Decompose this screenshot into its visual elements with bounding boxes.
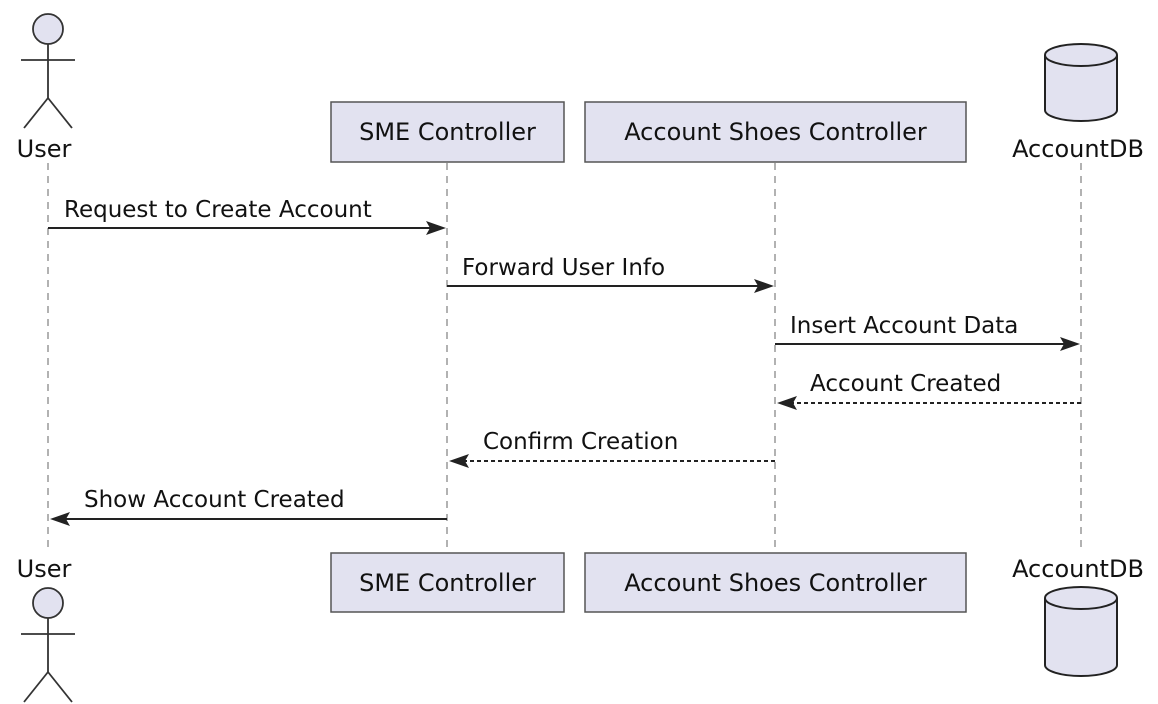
user-actor-top: User xyxy=(17,13,75,163)
account-shoes-controller-box-top: Account Shoes Controller xyxy=(584,101,967,163)
arrowhead-right-icon xyxy=(754,279,774,293)
account-shoes-controller-label-bottom: Account Shoes Controller xyxy=(624,569,927,597)
arrowhead-right-icon xyxy=(426,221,446,235)
database-cylinder-icon xyxy=(1044,43,1118,122)
message-label: Account Created xyxy=(810,371,1001,397)
database-cylinder-icon xyxy=(1044,586,1118,677)
message-label: Forward User Info xyxy=(462,255,665,281)
accountdb-label-bottom: AccountDB xyxy=(1012,555,1144,583)
message-label: Request to Create Account xyxy=(64,197,372,223)
message-forward-user-info: Forward User Info xyxy=(447,255,774,293)
user-label-bottom: User xyxy=(17,555,72,583)
user-label-top: User xyxy=(17,135,72,163)
message-show-account-created: Show Account Created xyxy=(50,487,447,526)
message-insert-account-data: Insert Account Data xyxy=(775,313,1080,351)
arrowhead-left-icon xyxy=(449,454,469,468)
message-account-created: Account Created xyxy=(777,371,1081,410)
stick-figure-icon xyxy=(21,587,75,703)
account-shoes-controller-box-bottom: Account Shoes Controller xyxy=(584,552,967,613)
sme-controller-label-bottom: SME Controller xyxy=(359,569,536,597)
account-shoes-controller-label-top: Account Shoes Controller xyxy=(624,118,927,146)
accountdb-label-top: AccountDB xyxy=(1012,135,1144,163)
message-request-to-create-account: Request to Create Account xyxy=(48,197,446,235)
sme-controller-box-top: SME Controller xyxy=(330,101,565,163)
sme-controller-box-bottom: SME Controller xyxy=(330,552,565,613)
arrowhead-right-icon xyxy=(1060,337,1080,351)
sme-controller-label-top: SME Controller xyxy=(359,118,536,146)
message-label: Confirm Creation xyxy=(483,429,678,455)
stick-figure-icon xyxy=(21,13,75,129)
message-confirm-creation: Confirm Creation xyxy=(449,429,775,468)
arrowhead-left-icon xyxy=(777,396,797,410)
user-actor-bottom: User xyxy=(17,555,75,703)
accountdb-bottom: AccountDB xyxy=(1012,555,1144,677)
accountdb-top: AccountDB xyxy=(1012,43,1144,163)
message-label: Insert Account Data xyxy=(790,313,1018,339)
message-label: Show Account Created xyxy=(84,487,345,513)
arrowhead-left-icon xyxy=(50,512,70,526)
